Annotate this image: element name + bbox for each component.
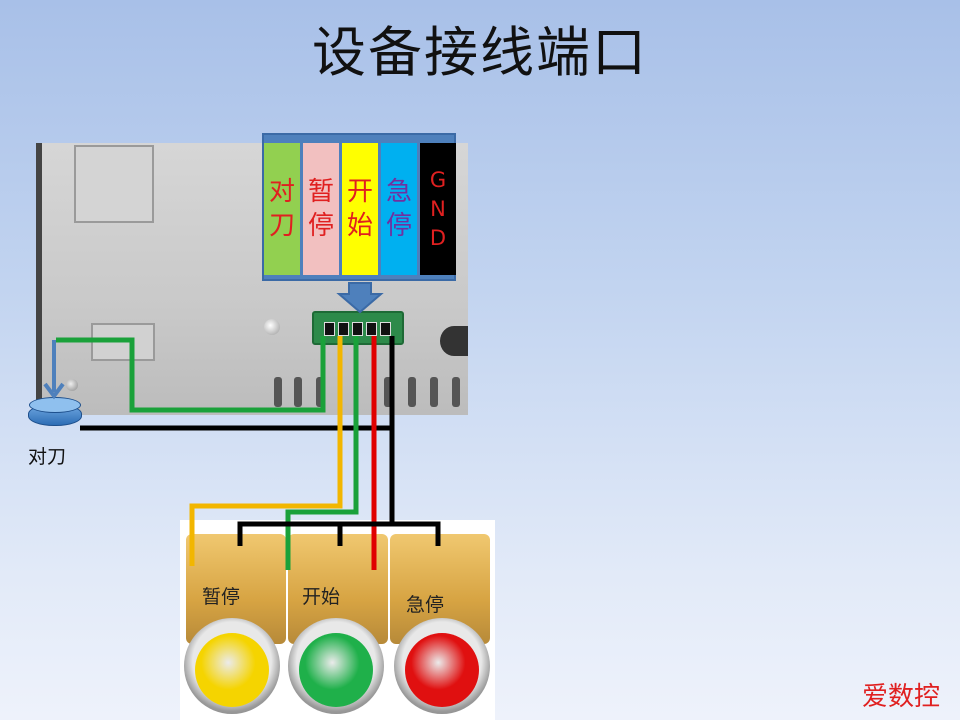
pin-char: 刀 bbox=[268, 211, 295, 241]
terminal-pin bbox=[352, 322, 363, 336]
pin-label-tool: 对 刀 bbox=[264, 143, 300, 275]
terminal-connector bbox=[312, 311, 404, 345]
pin-label-estop: 急 停 bbox=[381, 143, 417, 275]
vent-slot bbox=[294, 377, 302, 407]
pin-label-gnd: G N D bbox=[420, 143, 456, 275]
panel-edge bbox=[36, 143, 42, 415]
pin-char: 对 bbox=[268, 177, 295, 207]
terminal-pin bbox=[338, 322, 349, 336]
vent-slot bbox=[316, 377, 324, 407]
terminal-pin bbox=[380, 322, 391, 336]
pause-button-face bbox=[195, 633, 269, 707]
vent-slot bbox=[274, 377, 282, 407]
pin-char: G bbox=[429, 167, 447, 192]
pin-label-start: 开 始 bbox=[342, 143, 378, 275]
pin-char: 开 bbox=[346, 177, 373, 207]
screw-icon bbox=[66, 379, 78, 391]
pause-button-label: 暂停 bbox=[202, 586, 241, 608]
pin-label-box: 对 刀 暂 停 开 始 急 停 G N D bbox=[262, 133, 456, 281]
estop-button-face bbox=[405, 633, 479, 707]
pin-char: 始 bbox=[346, 211, 373, 241]
vent-slot bbox=[384, 377, 392, 407]
pin-char: 停 bbox=[307, 211, 334, 241]
brand-watermark: 爱数控 bbox=[861, 682, 940, 712]
start-button-face bbox=[299, 633, 373, 707]
push-buttons-photo: 暂停 开始 急停 bbox=[180, 520, 495, 720]
vent-slot bbox=[430, 377, 438, 407]
pin-char: 急 bbox=[385, 177, 412, 207]
pin-char: N bbox=[430, 196, 446, 221]
pin-char: D bbox=[429, 225, 447, 250]
panel-hole bbox=[440, 326, 468, 356]
terminal-pin bbox=[366, 322, 377, 336]
panel-cutout bbox=[74, 145, 154, 223]
terminal-pin bbox=[324, 322, 335, 336]
estop-button-label: 急停 bbox=[406, 594, 445, 616]
tool-setter-label: 对刀 bbox=[28, 446, 67, 468]
start-button-label: 开始 bbox=[302, 586, 341, 608]
knob-icon bbox=[264, 319, 280, 335]
panel-slot bbox=[91, 323, 155, 361]
pin-label-pause: 暂 停 bbox=[303, 143, 339, 275]
tool-setter-icon bbox=[28, 397, 82, 426]
vent-slot bbox=[408, 377, 416, 407]
page-title: 设备接线端口 bbox=[312, 21, 648, 84]
pin-char: 暂 bbox=[307, 177, 334, 207]
vent-slot bbox=[452, 377, 460, 407]
pin-char: 停 bbox=[385, 211, 412, 241]
